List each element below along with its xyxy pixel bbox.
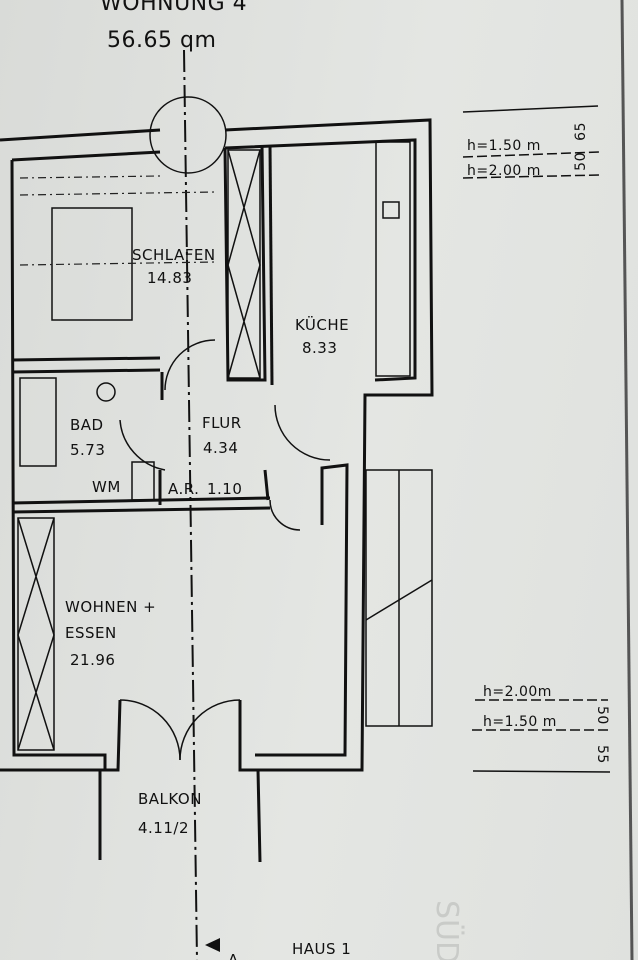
room-name-essen: ESSEN bbox=[65, 624, 117, 642]
washing-machine-label: WM bbox=[92, 478, 121, 496]
bathtub bbox=[19, 377, 57, 467]
height-label-bottom-2: h=1.50 m bbox=[483, 714, 557, 730]
section-marker: A bbox=[228, 951, 239, 960]
sink bbox=[382, 201, 400, 219]
watermark: SÜDEN bbox=[429, 900, 465, 960]
height-label-top-2: h=2.00 m bbox=[467, 163, 541, 179]
room-name-balkon: BALKON bbox=[138, 790, 202, 808]
room-area-balkon: 4.11/2 bbox=[138, 819, 189, 837]
room-name-schlafen: SCHLAFEN bbox=[132, 246, 216, 264]
room-area-wohnen: 21.96 bbox=[70, 651, 115, 669]
staircase bbox=[365, 469, 433, 727]
axis-line bbox=[183, 49, 198, 960]
bed bbox=[51, 207, 133, 321]
section-arrow-icon bbox=[205, 938, 220, 952]
room-name-abstellraum: A.R. bbox=[168, 480, 199, 498]
toilet bbox=[96, 382, 116, 402]
dim-bottom-2: 55 bbox=[594, 745, 610, 764]
room-area-abstellraum: 1.10 bbox=[207, 480, 242, 498]
total-area: 56.65 qm bbox=[107, 28, 216, 53]
stove bbox=[131, 461, 155, 501]
room-area-kueche: 8.33 bbox=[302, 339, 337, 357]
height-lines bbox=[462, 105, 611, 773]
page-edge bbox=[620, 0, 634, 960]
room-area-flur: 4.34 bbox=[203, 439, 238, 457]
house-label: HAUS 1 bbox=[292, 940, 351, 958]
room-name-wohnen: WOHNEN + bbox=[65, 598, 156, 616]
door-swings bbox=[119, 339, 331, 761]
room-name-kueche: KÜCHE bbox=[295, 315, 349, 334]
room-area-schlafen: 14.83 bbox=[147, 269, 192, 287]
kitchen-counter bbox=[375, 141, 411, 377]
window-arc bbox=[149, 96, 227, 174]
dim-bottom-1: 50 bbox=[594, 706, 610, 725]
dash-lines bbox=[19, 175, 216, 266]
height-label-bottom-1: h=2.00m bbox=[483, 684, 552, 700]
shaft-cross bbox=[17, 149, 261, 751]
dim-top-1: 65 bbox=[573, 122, 589, 141]
apartment-title: WOHNUNG 4 bbox=[100, 0, 247, 16]
room-name-flur: FLUR bbox=[202, 414, 242, 432]
room-name-bad: BAD bbox=[70, 416, 104, 434]
room-area-bad: 5.73 bbox=[70, 441, 105, 459]
balcony-walls bbox=[98, 769, 262, 863]
dim-top-2: 50 bbox=[573, 152, 589, 171]
height-label-top-1: h=1.50 m bbox=[467, 138, 541, 154]
